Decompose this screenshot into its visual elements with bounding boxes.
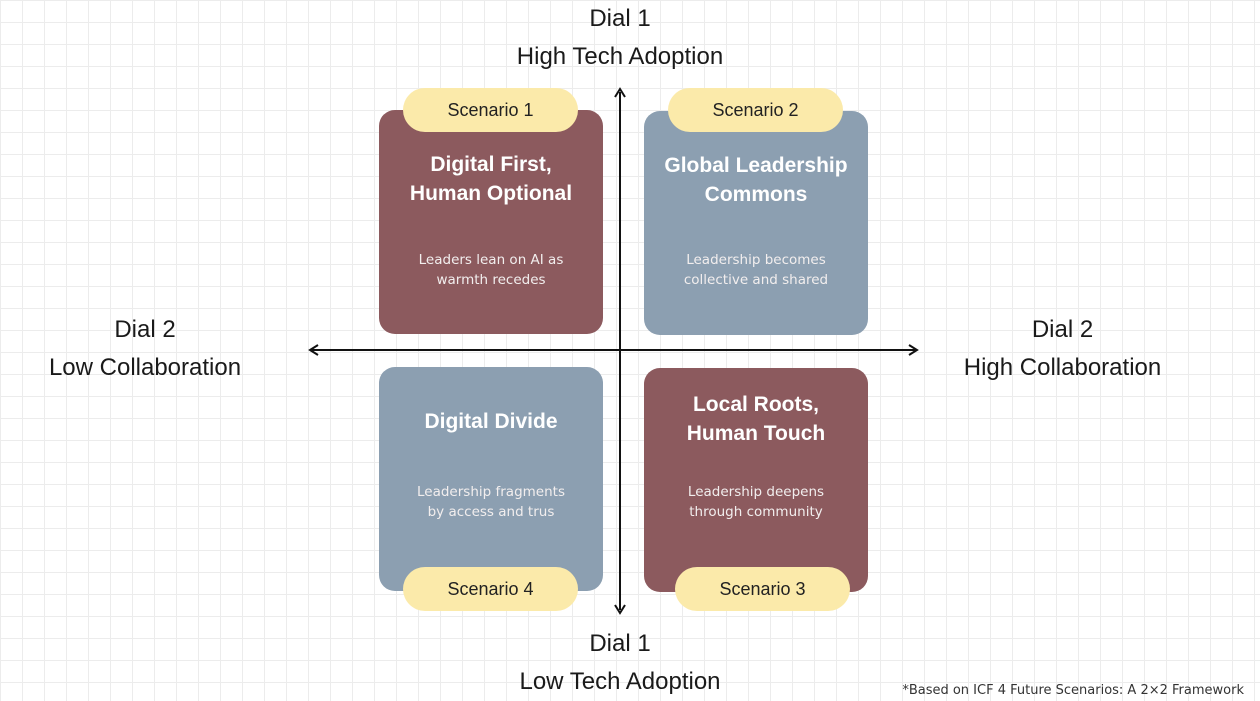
scenario-title: Digital First, Human Optional [387,150,595,208]
axis-dial-name: Dial 2 [1031,316,1094,343]
scenario-title-line: Commons [704,183,808,206]
axis-pole-name: Low Tech Adoption [519,668,721,695]
scenario-3-badge: Scenario 3 [675,567,850,611]
scenario-4-badge: Scenario 4 [403,567,578,611]
scenario-1-badge: Scenario 1 [403,88,578,132]
scenario-description-line: Leadership becomes [686,252,826,268]
scenario-description: Leadership deepens through community [658,482,854,522]
scenario-description-line: Leaders lean on AI as [418,252,564,268]
scenario-description: Leadership becomes collective and shared [658,250,854,290]
scenario-description-line: warmth recedes [436,272,546,288]
horizontal-axis [308,344,919,356]
scenario-description-line: collective and shared [683,272,829,288]
scenario-description-line: through community [689,504,823,520]
scenario-4-card: Digital Divide Leadership fragments by a… [379,367,603,591]
scenario-description-line: Leadership deepens [687,484,825,500]
scenario-description-line: Leadership fragments [417,484,565,500]
scenario-description: Leadership fragments by access and trus [393,482,589,522]
scenario-title-line: Global Leadership [664,154,848,177]
axis-label-high-tech-adoption: Dial 1 High Tech Adoption [470,0,770,76]
scenario-title: Digital Divide [387,407,595,436]
axis-pole-name: High Collaboration [963,354,1162,381]
axis-pole-name: Low Collaboration [48,354,242,381]
axis-label-low-tech-adoption: Dial 1 Low Tech Adoption [470,625,770,701]
axis-label-high-collaboration: Dial 2 High Collaboration [935,311,1190,387]
scenario-description-line: by access and trus [427,504,555,520]
scenario-title-line: Human Optional [409,182,573,205]
scenario-title: Global Leadership Commons [652,151,860,209]
axis-label-low-collaboration: Dial 2 Low Collaboration [20,311,270,387]
scenario-2-card: Global Leadership Commons Leadership bec… [644,111,868,335]
scenario-title-line: Human Touch [686,422,826,445]
axis-pole-name: High Tech Adoption [516,43,724,70]
scenario-1-card: Digital First, Human Optional Leaders le… [379,110,603,334]
scenario-title: Local Roots, Human Touch [652,390,860,448]
axis-dial-name: Dial 1 [589,5,651,32]
scenario-title-line: Digital First, [430,153,552,176]
axis-dial-name: Dial 1 [589,630,651,657]
scenario-title-line: Local Roots, [692,393,819,416]
axis-dial-name: Dial 2 [114,316,176,343]
scenario-description: Leaders lean on AI as warmth recedes [393,250,589,290]
source-footnote: *Based on ICF 4 Future Scenarios: A 2×2 … [902,683,1244,698]
scenario-title-line: Digital Divide [424,410,558,433]
scenario-2-badge: Scenario 2 [668,88,843,132]
vertical-axis [614,87,626,615]
scenario-3-card: Local Roots, Human Touch Leadership deep… [644,368,868,592]
